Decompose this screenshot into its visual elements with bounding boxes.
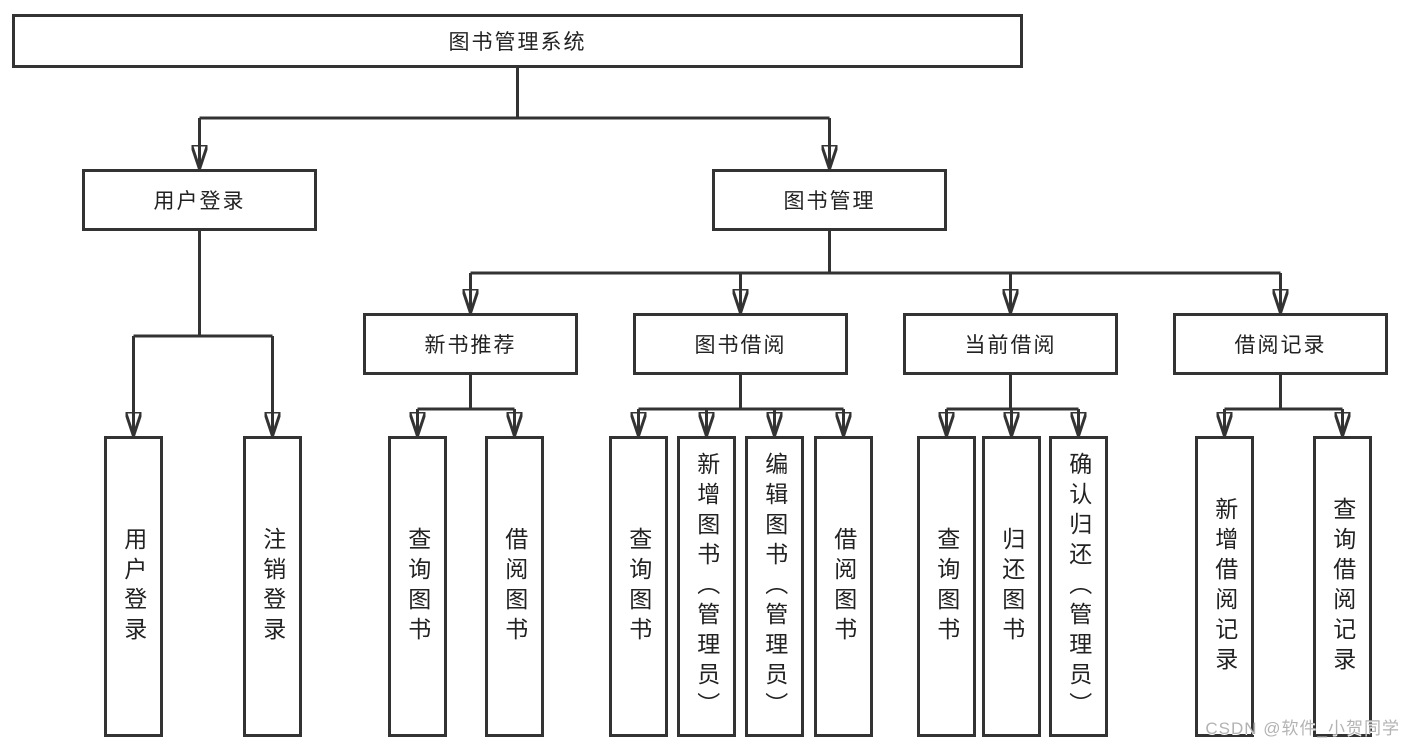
leaf-label: 编辑图书（管理员） <box>761 451 788 722</box>
leaf-add-borrow-record: 新增借阅记录 <box>1195 436 1254 737</box>
node-user-login: 用户登录 <box>82 169 317 231</box>
node-label: 新书推荐 <box>424 334 517 357</box>
leaf-confirm-return-admin: 确认归还（管理员） <box>1049 436 1108 737</box>
node-borrowing-records: 借阅记录 <box>1173 313 1388 375</box>
node-label: 图书管理系统 <box>448 31 587 54</box>
node-label: 图书借阅 <box>694 334 787 357</box>
leaf-query-books-borrow: 查询图书 <box>609 436 668 737</box>
node-label: 图书管理 <box>783 190 876 213</box>
leaf-label: 归还图书 <box>998 526 1025 647</box>
node-book-borrowing: 图书借阅 <box>633 313 848 375</box>
leaf-edit-book-admin: 编辑图书（管理员） <box>745 436 804 737</box>
leaf-label: 新增借阅记录 <box>1211 496 1238 677</box>
leaf-label: 借阅图书 <box>830 526 857 647</box>
csdn-watermark: CSDN @软件_小贺同学 <box>1205 719 1400 738</box>
node-library-management-system: 图书管理系统 <box>12 14 1023 68</box>
leaf-label: 注销登录 <box>259 526 286 647</box>
node-book-management: 图书管理 <box>712 169 947 231</box>
leaf-label: 查询借阅记录 <box>1329 496 1356 677</box>
leaf-query-books-current: 查询图书 <box>917 436 976 737</box>
leaf-label: 查询图书 <box>404 526 431 647</box>
leaf-borrow-books: 借阅图书 <box>814 436 873 737</box>
leaf-label: 新增图书（管理员） <box>693 451 720 722</box>
leaf-user-login: 用户登录 <box>104 436 163 737</box>
node-current-borrowing: 当前借阅 <box>903 313 1118 375</box>
leaf-query-borrow-record: 查询借阅记录 <box>1313 436 1372 737</box>
leaf-label: 查询图书 <box>625 526 652 647</box>
leaf-borrow-books-recommend: 借阅图书 <box>485 436 544 737</box>
leaf-label: 查询图书 <box>933 526 960 647</box>
leaf-query-books-recommend: 查询图书 <box>388 436 447 737</box>
leaf-add-book-admin: 新增图书（管理员） <box>677 436 736 737</box>
leaf-logout: 注销登录 <box>243 436 302 737</box>
node-new-book-recommendation: 新书推荐 <box>363 313 578 375</box>
leaf-label: 借阅图书 <box>501 526 528 647</box>
node-label: 用户登录 <box>153 190 246 213</box>
node-label: 借阅记录 <box>1234 334 1327 357</box>
leaf-label: 确认归还（管理员） <box>1065 451 1092 722</box>
leaf-label: 用户登录 <box>120 526 147 647</box>
leaf-return-book: 归还图书 <box>982 436 1041 737</box>
node-label: 当前借阅 <box>964 334 1057 357</box>
